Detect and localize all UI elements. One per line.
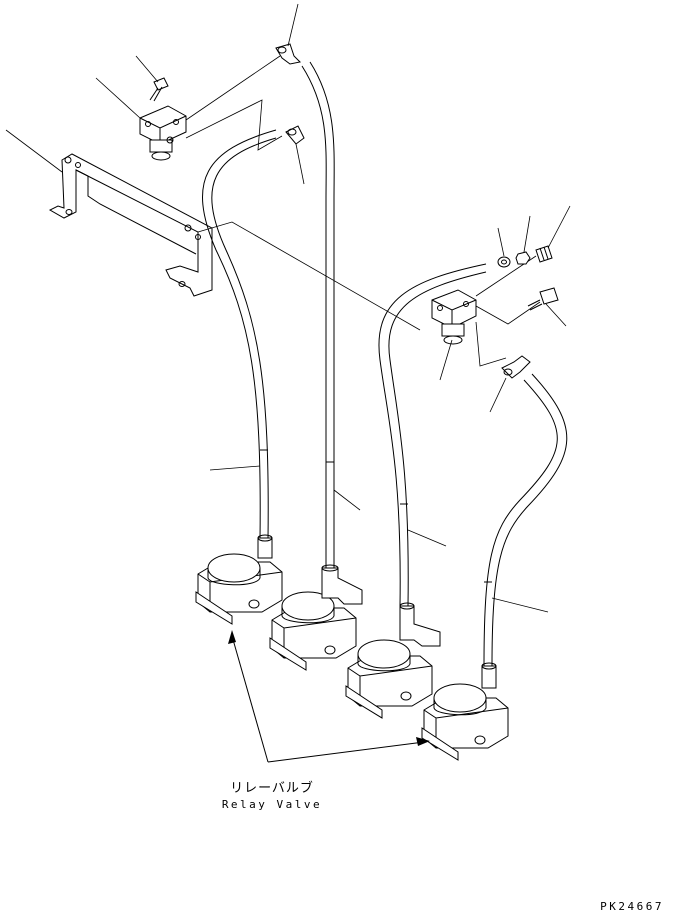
leader-line (545, 303, 567, 327)
nut (515, 251, 531, 265)
leader-line (209, 465, 261, 471)
hose-1 (202, 129, 277, 541)
leader-line (475, 321, 507, 367)
leader-line (135, 55, 159, 83)
bolt-lower (527, 287, 559, 311)
leader-line (489, 377, 507, 413)
part-code: PK24667 (600, 900, 664, 913)
leader-line (185, 55, 281, 121)
leader-line (5, 129, 63, 173)
relay-valve-4 (421, 662, 509, 761)
solenoid-valve-lower (431, 289, 477, 345)
leader-line (333, 489, 361, 511)
solenoid-valve-upper (139, 105, 187, 161)
leader-line (523, 215, 531, 253)
relay-valve-2 (269, 564, 363, 671)
leader-line (197, 221, 421, 331)
fitting-connector (535, 245, 553, 263)
washer (497, 256, 511, 268)
leader-line (497, 227, 505, 257)
relay-valve-label-en: Relay Valve (222, 798, 322, 811)
leader-line (287, 3, 299, 47)
leader-line (439, 339, 453, 381)
hose-2 (301, 61, 335, 568)
mounting-bracket (48, 153, 213, 297)
leader-line (475, 301, 541, 325)
relay-valve-3 (345, 602, 441, 719)
elbow-fitting-lower (501, 355, 531, 379)
bolt-upper (149, 77, 169, 102)
leader-line (95, 77, 141, 119)
hose-4 (483, 373, 568, 667)
elbow-fitting-upper-a (275, 43, 302, 65)
leader-line (295, 143, 305, 185)
elbow-fitting-upper-b (285, 125, 305, 145)
relay-valve-label-jp: リレーバルブ (230, 780, 314, 796)
relay-valve-1 (195, 534, 283, 625)
leader-line (407, 529, 447, 547)
leader-line (547, 205, 571, 249)
leader-line (185, 99, 283, 151)
callout-arrows (228, 630, 430, 763)
hose-3 (378, 263, 487, 607)
leader-line (491, 597, 549, 613)
